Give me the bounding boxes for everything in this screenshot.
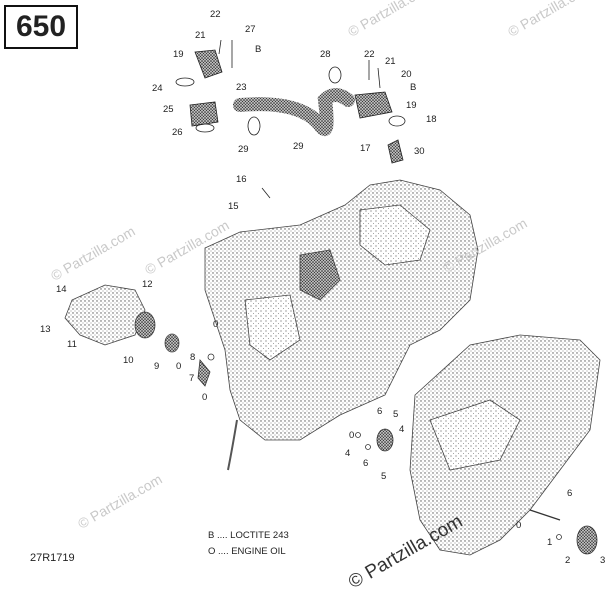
water-pump-housing — [64, 284, 180, 353]
callout-number: 25 — [163, 104, 174, 115]
small-fittings — [197, 353, 598, 555]
callout-number: 30 — [414, 146, 425, 157]
callout-number: 4 — [345, 448, 351, 459]
callout-number: 29 — [293, 141, 304, 152]
callout-number: 19 — [173, 49, 184, 60]
callout-number: 13 — [40, 324, 51, 335]
callout-number: 0 — [176, 361, 182, 372]
callout-number: 9 — [154, 361, 160, 372]
coolant-hoses — [175, 39, 406, 199]
callout-number: B — [410, 82, 417, 93]
callout-number: 11 — [67, 339, 77, 350]
callout-number: 26 — [172, 127, 183, 138]
legend-loctite: B .... LOCTITE 243 — [208, 530, 289, 541]
callout-number: 23 — [236, 82, 247, 93]
callout-number: 10 — [123, 355, 134, 366]
callout-number: 15 — [228, 201, 239, 212]
callout-number: 5 — [393, 409, 399, 420]
engine-block — [204, 179, 479, 471]
callout-number: 0 — [349, 430, 355, 441]
callout-number: 21 — [385, 56, 396, 67]
callout-number: 8 — [190, 352, 196, 363]
callout-number: 3 — [600, 555, 606, 566]
callout-number: 19 — [406, 100, 417, 111]
callout-number: 18 — [426, 114, 437, 125]
callout-number: 20 — [401, 69, 412, 80]
callout-number: 7 — [189, 373, 195, 384]
callout-number: 0 — [213, 319, 219, 330]
callout-number: 0 — [516, 520, 522, 531]
callout-number: 24 — [152, 83, 163, 94]
callout-number: 29 — [238, 144, 249, 155]
diagram-reference: 27R1719 — [30, 552, 75, 564]
callout-number: 22 — [364, 49, 375, 60]
callout-number: 6 — [567, 488, 573, 499]
callout-number: 14 — [56, 284, 67, 295]
callout-number: 6 — [363, 458, 369, 469]
callout-number: 0 — [202, 392, 208, 403]
legend-engine-oil: O .... ENGINE OIL — [208, 546, 286, 557]
callout-number: 12 — [142, 279, 153, 290]
callout-number: 16 — [236, 174, 247, 185]
callout-number: B — [255, 44, 262, 55]
callout-number: 1 — [547, 537, 553, 548]
callout-number: 22 — [210, 9, 221, 20]
callout-number: 4 — [399, 424, 405, 435]
callout-number: 17 — [360, 143, 371, 154]
model-badge: 650 — [4, 5, 78, 49]
callout-number: 6 — [377, 406, 383, 417]
callout-number: 27 — [245, 24, 256, 35]
callout-number: 21 — [195, 30, 206, 41]
callout-number: 2 — [565, 555, 571, 566]
oil-pan-housing — [409, 334, 601, 556]
callout-number: 5 — [381, 471, 387, 482]
callout-number: 28 — [320, 49, 331, 60]
